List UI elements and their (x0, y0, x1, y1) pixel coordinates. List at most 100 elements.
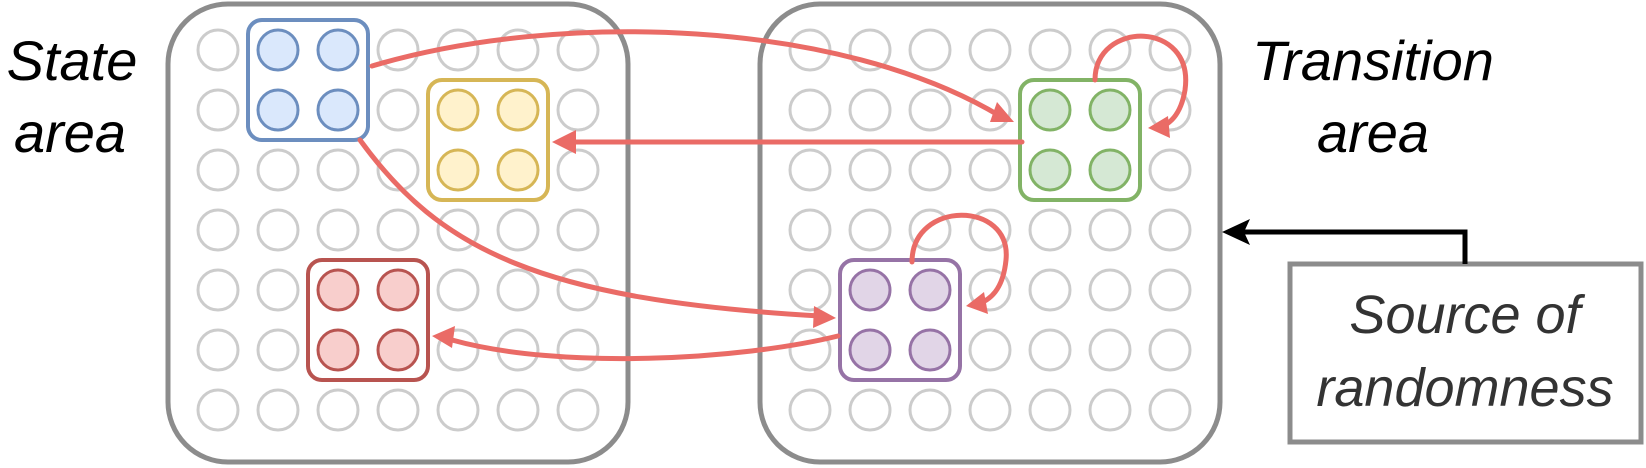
transition-area-box (757, 1, 1223, 465)
state-area-grid (196, 28, 600, 432)
transition-grid-cell (968, 268, 1012, 312)
transition-grid-cell (848, 28, 892, 72)
arrow-source-to-transition (1244, 229, 1468, 264)
transition-grid-cell (1088, 28, 1132, 72)
state-grid-cell (316, 388, 360, 432)
state-grid-cell (556, 148, 600, 192)
yellow-group-cell (436, 88, 480, 132)
transition-area-label-line1: Transition (1252, 29, 1494, 92)
state-grid-cell (196, 148, 240, 192)
purple-group-cell (908, 268, 952, 312)
transition-grid-cell (1028, 268, 1072, 312)
state-grid-cell (196, 28, 240, 72)
state-grid-cell (256, 328, 300, 372)
transition-grid-cell (908, 208, 952, 252)
state-grid-cell (496, 28, 540, 72)
transition-grid-cell (848, 208, 892, 252)
state-grid-cell (496, 208, 540, 252)
transition-grid-cell (908, 388, 952, 432)
state-grid-cell (436, 328, 480, 372)
state-area-label-line1: State (7, 29, 138, 92)
arrowhead-purple-to-red (432, 326, 455, 348)
transition-grid-cell (1148, 388, 1192, 432)
state-area-label-line2: area (14, 101, 126, 164)
red-group-cell (316, 328, 360, 372)
arrow-purple-self-loop (909, 212, 1009, 307)
green-group-cell (1088, 148, 1132, 192)
state-grid-cell (256, 268, 300, 312)
purple-group (838, 258, 962, 382)
red-group-cell (376, 268, 420, 312)
state-grid-cell (196, 388, 240, 432)
transition-grid-cell (908, 88, 952, 132)
highlighted-groups (246, 18, 1142, 382)
transition-grid-cell (788, 388, 832, 432)
green-group-cell (1028, 148, 1072, 192)
state-grid-cell (436, 268, 480, 312)
transition-grid-cell (1088, 388, 1132, 432)
transition-grid-cell (1148, 208, 1192, 252)
source-label-line1: Source of (1349, 285, 1585, 345)
transition-grid-cell (788, 148, 832, 192)
state-grid-cell (196, 88, 240, 132)
source-of-randomness-box (1287, 261, 1644, 445)
transition-grid-cell (1148, 148, 1192, 192)
purple-group-cell (848, 328, 892, 372)
state-grid-cell (376, 208, 420, 252)
transition-grid-cell (848, 388, 892, 432)
blue-group-cell (316, 88, 360, 132)
transition-grid-cell (1148, 88, 1192, 132)
red-group-box (306, 258, 430, 382)
transition-grid-cell (848, 148, 892, 192)
arrowhead-blue-to-purple (813, 306, 836, 328)
state-grid-cell (556, 208, 600, 252)
transition-grid-cell (1028, 208, 1072, 252)
blue-group-box (246, 18, 370, 142)
red-group (306, 258, 430, 382)
transition-grid-cell (1148, 28, 1192, 72)
arrowhead-green-self-loop (1148, 116, 1170, 138)
transition-grid-cell (968, 328, 1012, 372)
state-grid-cell (196, 208, 240, 252)
transition-grid-cell (1028, 388, 1072, 432)
transition-grid-cell (788, 328, 832, 372)
state-grid-cell (556, 88, 600, 132)
state-grid-cell (316, 148, 360, 192)
transition-grid-cell (1088, 208, 1132, 252)
transition-grid-cell (1028, 28, 1072, 72)
blue-group-cell (316, 28, 360, 72)
state-grid-cell (316, 208, 360, 252)
yellow-group (426, 78, 550, 202)
arrow-blue-to-purple (357, 137, 823, 319)
source-label-line2: randomness (1316, 358, 1613, 418)
blue-group-cell (256, 28, 300, 72)
transition-grid-cell (968, 148, 1012, 192)
transition-area-label-line2: area (1317, 101, 1429, 164)
arrowhead-source-to-transition (1222, 219, 1250, 245)
yellow-group-cell (496, 148, 540, 192)
state-grid-cell (376, 148, 420, 192)
state-grid-cell (556, 388, 600, 432)
state-grid-cell (436, 388, 480, 432)
red-group-cell (376, 328, 420, 372)
transition-grid-cell (968, 28, 1012, 72)
arrow-blue-to-green (369, 29, 1003, 119)
state-grid-cell (256, 148, 300, 192)
green-group-cell (1028, 88, 1072, 132)
yellow-group-cell (436, 148, 480, 192)
arrowhead-purple-self-loop (966, 292, 988, 314)
blue-group (246, 18, 370, 142)
state-grid-cell (496, 388, 540, 432)
transition-grid-cell (788, 268, 832, 312)
state-grid-cell (376, 88, 420, 132)
transition-grid-cell (1028, 328, 1072, 372)
yellow-group-cell (496, 88, 540, 132)
purple-group-cell (908, 328, 952, 372)
state-grid-cell (196, 328, 240, 372)
state-grid-cell (256, 388, 300, 432)
state-grid-cell (436, 208, 480, 252)
state-grid-cell (496, 268, 540, 312)
purple-group-box (838, 258, 962, 382)
green-group-cell (1088, 88, 1132, 132)
